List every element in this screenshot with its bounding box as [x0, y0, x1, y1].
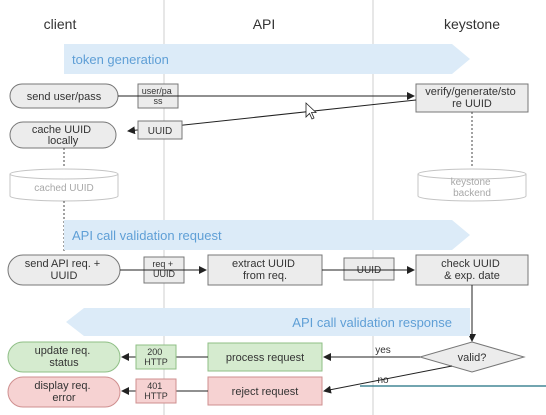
http-200-line-2: HTTP	[144, 357, 168, 367]
update-req-status-label: update req. status	[35, 345, 94, 369]
backend-line-1: keystone	[451, 177, 491, 188]
http-200-message	[135, 344, 177, 370]
check-uuid-node	[415, 254, 529, 286]
display-line-2: error	[52, 392, 76, 404]
user-pass-line-2: ss	[154, 96, 164, 106]
arrow-valid-no-to-reject	[323, 365, 453, 394]
valid-decision	[418, 341, 526, 373]
cached-uuid-label: cached UUID	[34, 183, 93, 194]
http-401-line-1: 401	[147, 381, 162, 391]
user-pass-line-1: user/pa	[142, 86, 172, 96]
req-uuid-line-1: req +	[152, 259, 173, 269]
send-api-line-2: UUID	[51, 270, 78, 282]
backend-line-2: backend	[453, 188, 491, 199]
uuid-message-2	[343, 257, 395, 281]
extract-uuid-label: extract UUID from req.	[232, 258, 298, 282]
user-pass-message-label: user/pa ss	[142, 86, 175, 106]
keystone-backend-label: keystone backend	[451, 177, 494, 199]
update-line-1: update req.	[35, 345, 91, 357]
band-api-call-validation-request	[64, 220, 470, 250]
band-api-call-validation-response-label: API call validation response	[292, 315, 452, 330]
send-api-req-label: send API req. + UUID	[25, 258, 104, 282]
check-line-1: check UUID	[441, 258, 500, 270]
req-uuid-message-label: req + UUID	[152, 259, 175, 279]
reject-request-label: reject request	[232, 386, 299, 398]
reject-request-node	[207, 376, 323, 406]
band-token-generation	[64, 44, 470, 74]
verify-generate-store-label: verify/generate/sto re UUID	[425, 86, 519, 110]
http-401-line-2: HTTP	[144, 391, 168, 401]
mouse-cursor-icon	[305, 102, 318, 120]
send-api-line-1: send API req. +	[25, 258, 101, 270]
band-api-call-validation-request-label: API call validation request	[72, 228, 222, 243]
http-401-message	[135, 378, 177, 404]
band-api-call-validation-response	[66, 308, 470, 336]
check-uuid-label: check UUID & exp. date	[441, 258, 503, 282]
verify-line-1: verify/generate/sto	[425, 86, 516, 98]
update-req-status-node	[7, 341, 121, 373]
process-request-label: process request	[226, 352, 304, 364]
update-line-2: status	[49, 357, 79, 369]
verify-line-2: re UUID	[452, 98, 492, 110]
extract-line-1: extract UUID	[232, 258, 295, 270]
http-200-message-label: 200 HTTP	[144, 347, 168, 367]
valid-decision-label: valid?	[458, 352, 487, 364]
band-token-generation-label: token generation	[72, 52, 169, 67]
cache-line-1: cache UUID	[32, 124, 91, 136]
display-req-error-node	[7, 376, 121, 408]
keystone-backend-storage	[417, 168, 527, 202]
cache-line-2: locally	[48, 135, 79, 147]
column-header-client: client	[44, 16, 77, 32]
check-line-2: & exp. date	[444, 270, 500, 282]
column-header-keystone: keystone	[444, 16, 500, 32]
uuid-message-1-label: UUID	[148, 126, 172, 137]
send-user-pass-label: send user/pass	[27, 91, 102, 103]
http-401-message-label: 401 HTTP	[144, 381, 168, 401]
uuid-message-1	[137, 120, 183, 140]
process-request-node	[207, 342, 323, 372]
cache-uuid-locally-node	[9, 121, 117, 149]
column-header-api: API	[253, 16, 276, 32]
yes-branch-label: yes	[375, 345, 391, 356]
cache-uuid-locally-label: cache UUID locally	[32, 124, 94, 147]
cached-uuid-storage	[9, 168, 119, 202]
http-200-line-1: 200	[147, 347, 162, 357]
display-line-1: display req.	[34, 380, 90, 392]
extract-line-2: from req.	[243, 270, 287, 282]
display-req-error-label: display req. error	[34, 380, 93, 404]
no-branch-label: no	[377, 375, 389, 386]
req-uuid-line-2: UUID	[153, 269, 175, 279]
verify-generate-store-node	[415, 83, 529, 113]
